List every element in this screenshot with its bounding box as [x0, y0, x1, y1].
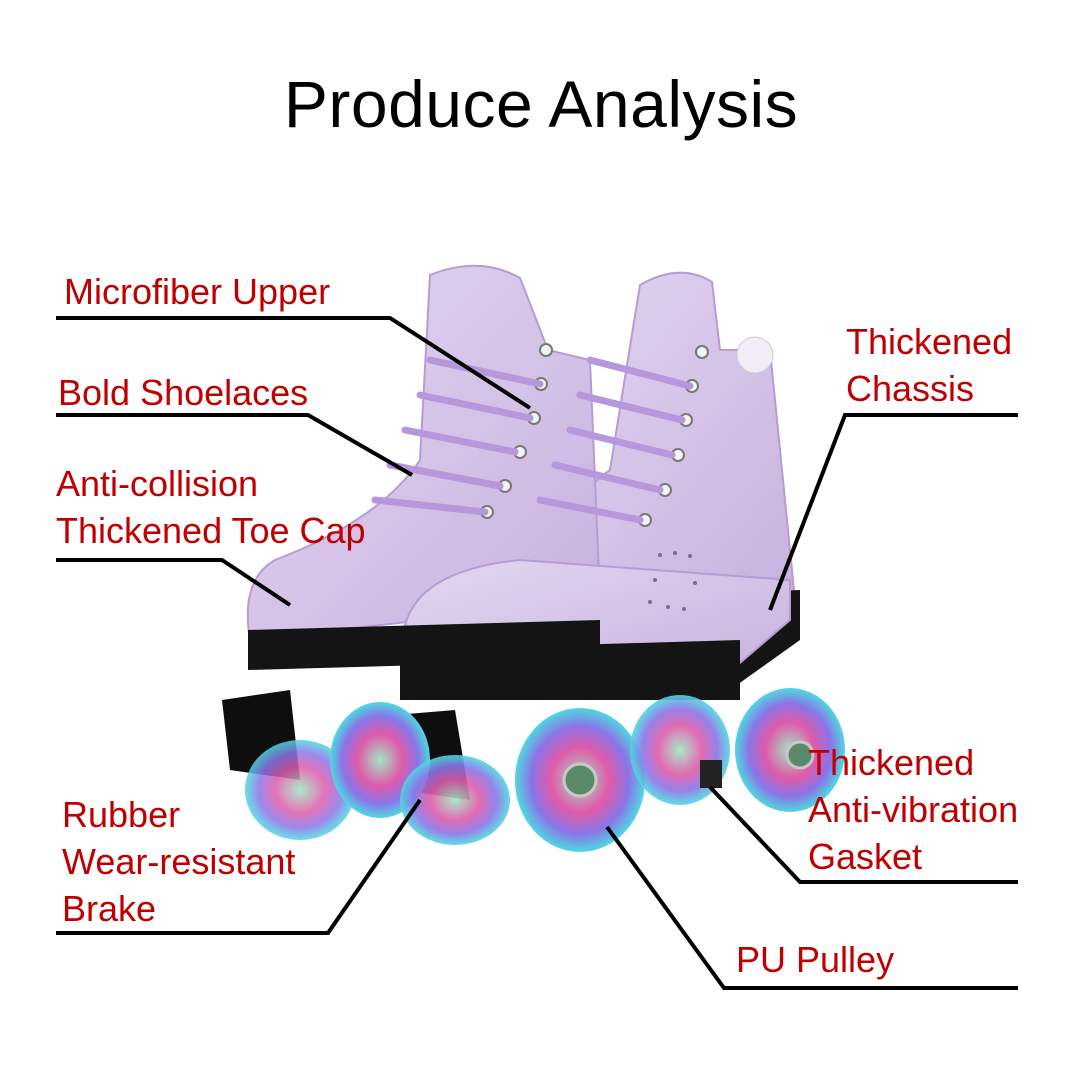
- callout-microfiber-upper: Microfiber Upper: [64, 268, 330, 315]
- callout-brake: Rubber Wear-resistant Brake: [62, 791, 295, 932]
- callout-text: Gasket: [808, 836, 923, 877]
- callout-toe-cap: Anti-collision Thickened Toe Cap: [56, 460, 366, 554]
- callout-text: Wear-resistant: [62, 841, 296, 882]
- callout-gasket: Thickened Anti-vibration Gasket: [808, 739, 1018, 880]
- light-up-wheels: [245, 688, 845, 852]
- callout-text: Thickened: [846, 321, 1013, 362]
- callout-pu-pulley: PU Pulley: [736, 936, 894, 983]
- callout-text: Rubber: [62, 794, 181, 835]
- callout-bold-shoelaces: Bold Shoelaces: [58, 369, 308, 416]
- callout-text: Chassis: [846, 368, 975, 409]
- page-title: Produce Analysis: [283, 67, 799, 141]
- callout-text: Anti-vibration: [808, 789, 1019, 830]
- callout-text: Bold Shoelaces: [58, 372, 309, 413]
- callout-chassis: Thickened Chassis: [846, 318, 1012, 412]
- callout-text: Thickened: [808, 742, 975, 783]
- callout-text: Microfiber Upper: [64, 271, 331, 312]
- callout-text: Anti-collision: [56, 463, 259, 504]
- leader-lines: [56, 316, 1018, 990]
- callout-text: Brake: [62, 888, 157, 929]
- callout-text: Thickened Toe Cap: [56, 510, 366, 551]
- callout-text: PU Pulley: [736, 939, 895, 980]
- front-skate: [246, 264, 791, 700]
